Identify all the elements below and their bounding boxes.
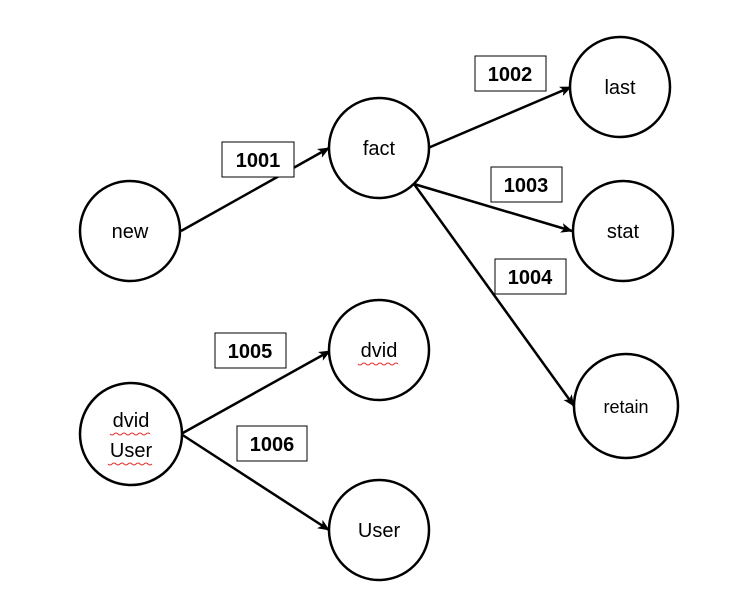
edge-dviduser-user — [180, 432, 330, 532]
edge-label-1005: 1005 — [214, 332, 287, 369]
node-retain: retain — [572, 352, 680, 460]
edge-fact-stat — [413, 182, 573, 233]
node-last: last — [568, 35, 672, 139]
node-stat: stat — [571, 179, 675, 283]
edge-fact-retain — [412, 183, 576, 407]
node-label: stat — [607, 221, 640, 243]
edge-label-text: 1004 — [508, 267, 553, 289]
node-label: retain — [603, 397, 648, 417]
node-dvid-user: dvid User — [78, 381, 184, 487]
node-label: User — [358, 520, 401, 542]
node-label-line1: dvid — [113, 410, 150, 432]
edge-label-text: 1005 — [228, 341, 273, 363]
edge-label-1002: 1002 — [474, 55, 547, 92]
node-label: dvid — [361, 340, 398, 362]
edge-fact-last — [427, 85, 572, 150]
node-new: new — [78, 179, 182, 283]
edge-label-text: 1002 — [488, 64, 533, 86]
edge-label-1003: 1003 — [490, 166, 563, 203]
node-label: new — [112, 221, 149, 243]
edge-dviduser-dvid — [180, 349, 331, 436]
node-label-line2: User — [110, 440, 153, 462]
edge-labels: 1001 1002 1003 1004 1005 1006 — [214, 55, 567, 462]
edge-label-1001: 1001 — [221, 141, 295, 178]
node-label: fact — [363, 138, 396, 160]
edges — [180, 85, 576, 532]
node-dvid: dvid — [327, 298, 431, 402]
nodes: new fact last stat retain dvid dvid User — [78, 35, 680, 582]
edge-label-text: 1006 — [250, 434, 295, 456]
edge-label-text: 1003 — [504, 175, 549, 197]
edge-label-text: 1001 — [236, 150, 281, 172]
edge-label-1004: 1004 — [494, 258, 567, 295]
node-user: User — [327, 478, 431, 582]
node-label: last — [604, 77, 636, 99]
node-fact: fact — [327, 96, 431, 200]
edge-new-fact — [180, 146, 330, 233]
edge-label-1006: 1006 — [236, 425, 308, 462]
